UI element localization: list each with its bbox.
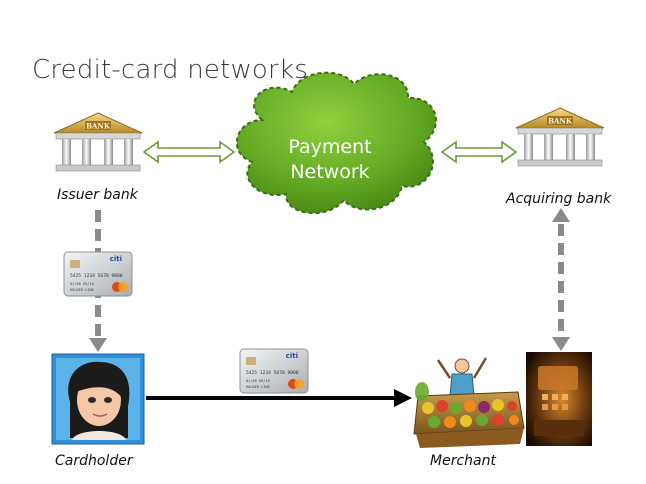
cardholder-label: Cardholder <box>55 453 133 469</box>
network-acquirer-double-arrow <box>440 140 518 164</box>
slide-title: Credit-card networks <box>32 55 308 85</box>
cardholder-avatar <box>51 353 145 445</box>
issuer-network-double-arrow <box>142 140 236 164</box>
credit-card-transit-icon: citi 5425 1234 5678 9000 01/08 05/10 HOL… <box>239 348 309 394</box>
payment-network-line1: Payment <box>288 136 371 158</box>
card-brand: citi <box>110 255 122 263</box>
issuer-bank-sign: BANK <box>86 122 111 131</box>
card-transit-brand: citi <box>286 352 298 360</box>
card-transit-holder: HOLDER LINE <box>246 385 270 389</box>
card-number: 5425 1234 5678 9000 <box>70 273 123 279</box>
issuer-bank-icon: BANK <box>53 112 143 172</box>
cardholder-merchant-arrow <box>146 389 412 407</box>
acquiring-bank-sign: BANK <box>548 117 573 126</box>
card-expiry: 01/08 05/10 <box>70 282 94 286</box>
issuer-bank-label: Issuer bank <box>57 187 138 203</box>
card-transit-number: 5425 1234 5678 9000 <box>246 370 299 376</box>
acquirer-merchant-dashed-arrow <box>552 208 570 351</box>
merchant-label: Merchant <box>430 453 496 469</box>
acquiring-bank-icon: BANK <box>515 107 605 167</box>
acquiring-bank-label: Acquiring bank <box>506 191 612 207</box>
cash-register-image <box>526 352 592 446</box>
payment-network-line2: Network <box>290 161 369 183</box>
card-holder: HOLDER LINE <box>70 288 94 292</box>
payment-network-cloud: Payment Network <box>235 71 437 215</box>
card-transit-expiry: 01/08 05/10 <box>246 379 270 383</box>
merchant-illustration <box>413 357 525 448</box>
credit-card-icon: citi 5425 1234 5678 9000 01/08 05/10 HOL… <box>63 251 133 297</box>
